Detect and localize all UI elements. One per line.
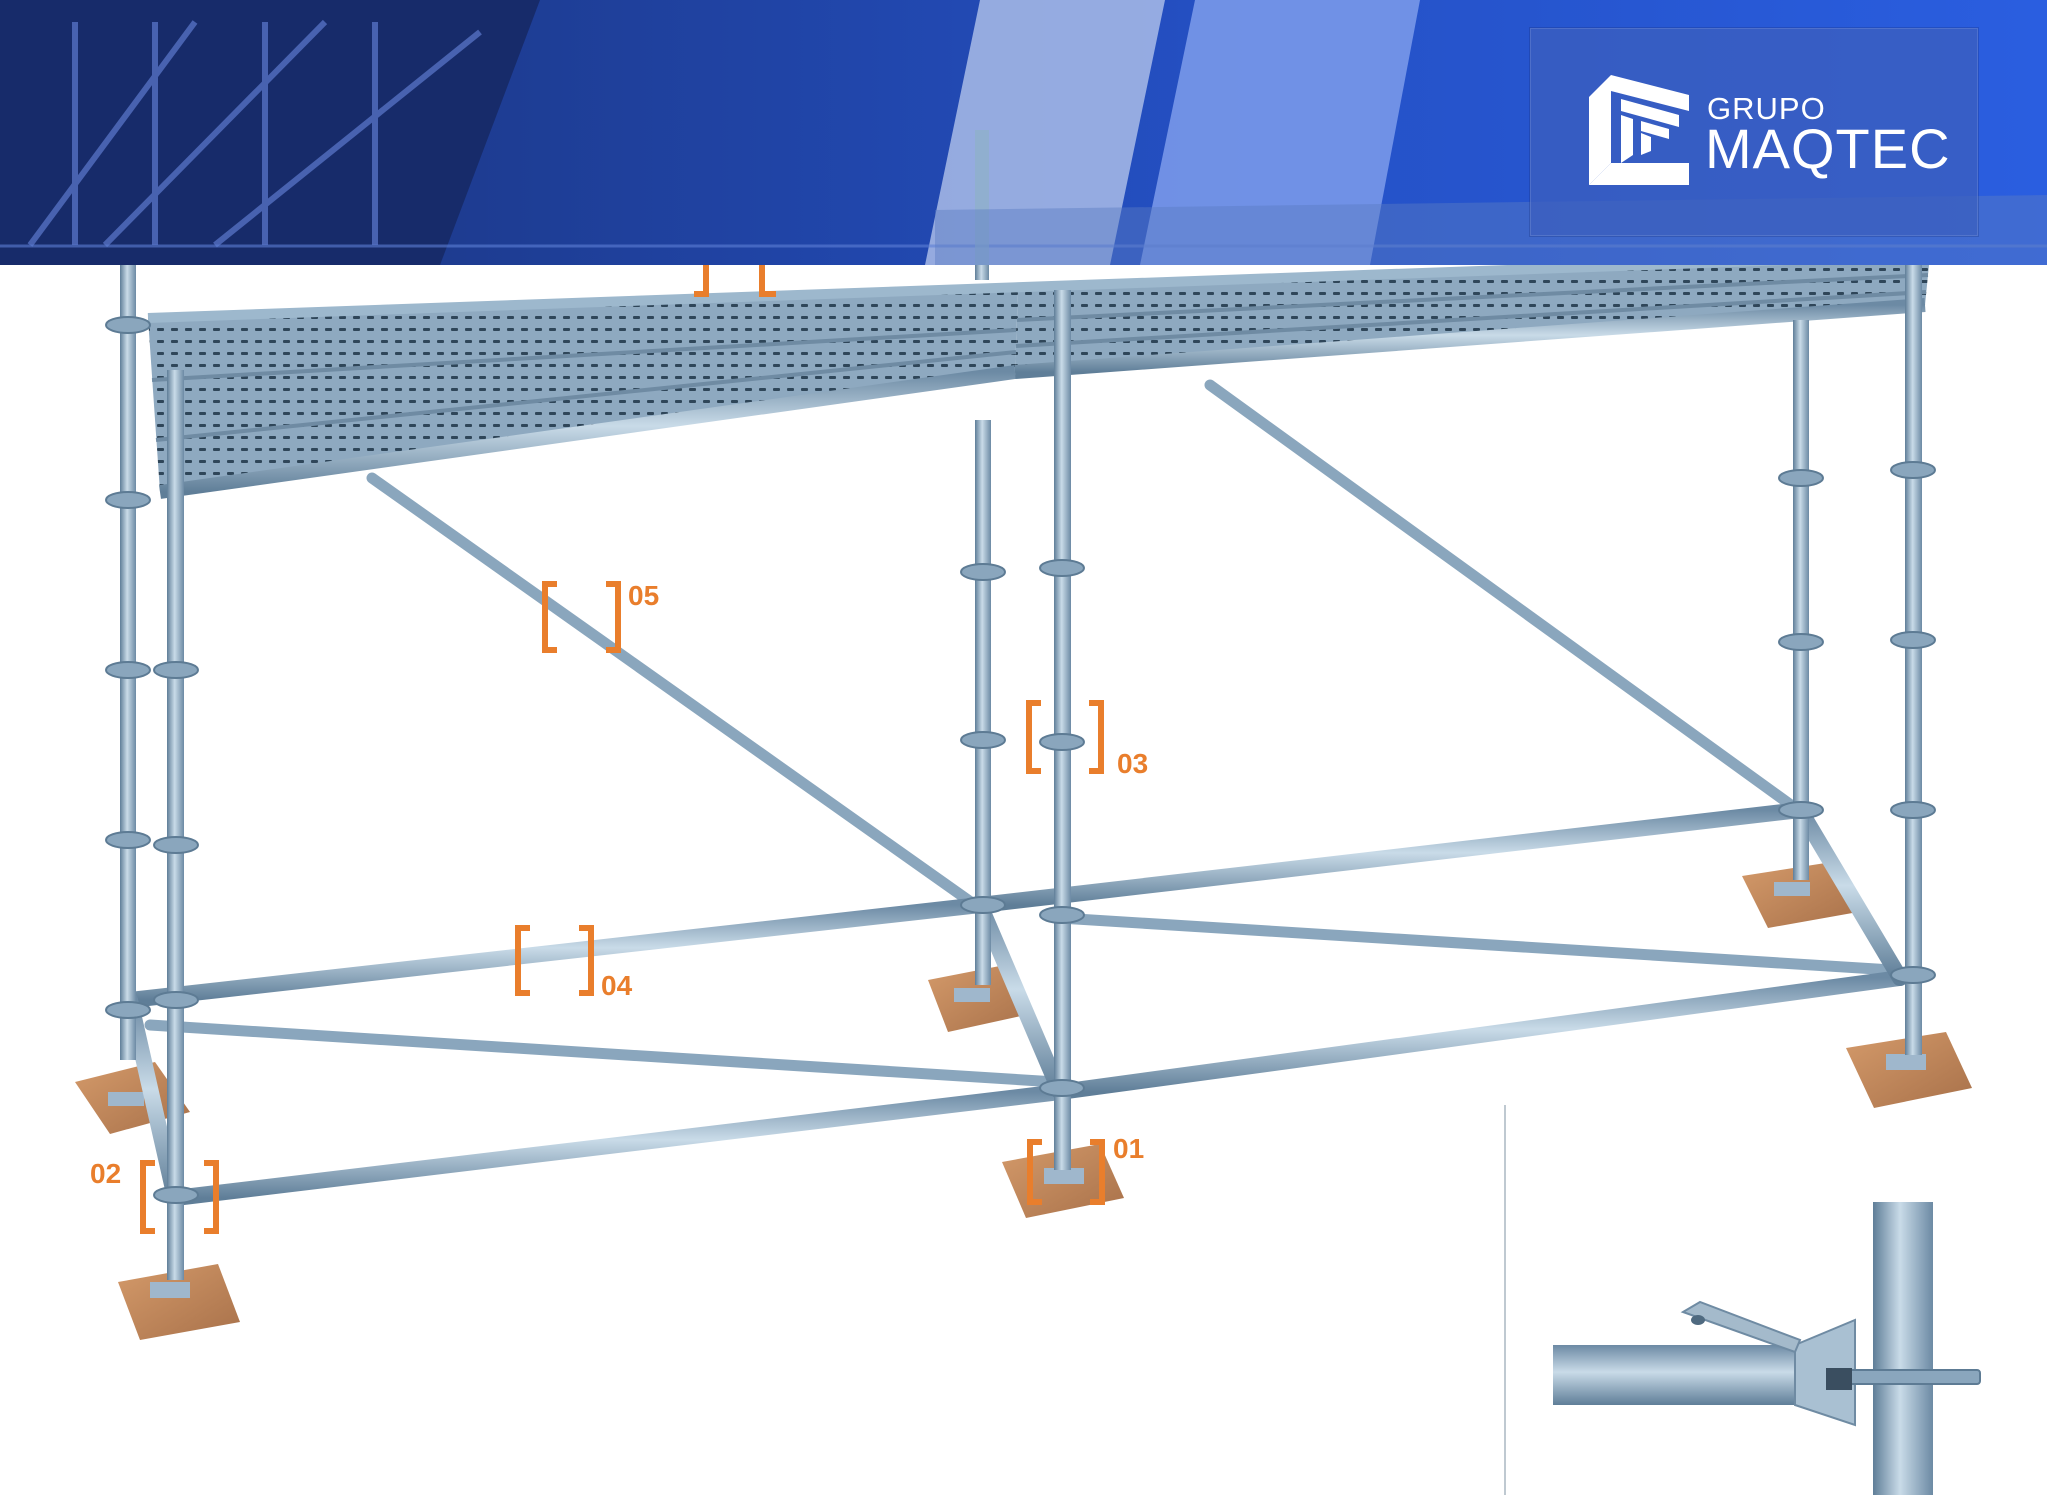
- callout-04: 04: [515, 925, 633, 1001]
- maqtec-logo-icon: [1589, 75, 1689, 185]
- rosette-discs: [105, 316, 1936, 1204]
- header-banner: GRUPO MAQTEC: [0, 0, 2047, 265]
- brand-logo: GRUPO MAQTEC: [1530, 28, 1978, 236]
- connection-detail-inset: [1504, 1105, 1981, 1495]
- header-decoration: [0, 0, 2047, 265]
- callout-label-03: 03: [1117, 748, 1148, 779]
- callout-05: 05: [542, 580, 659, 653]
- brand-line-maqtec: MAQTEC: [1705, 117, 1951, 180]
- callout-01: 01: [1027, 1133, 1144, 1205]
- callout-label-01: 01: [1113, 1133, 1144, 1164]
- callout-02: 02: [90, 1158, 219, 1234]
- callout-label-05: 05: [628, 580, 659, 611]
- callout-label-02: 02: [90, 1158, 121, 1189]
- callout-deck-bracket: [694, 258, 776, 297]
- diagonal-braces: [144, 379, 1898, 1088]
- deck-platform: [147, 250, 1931, 499]
- brand-line-grupo: GRUPO: [1707, 91, 1826, 126]
- callout-label-04: 04: [601, 970, 633, 1001]
- ledgers: [122, 802, 1908, 1206]
- callout-03: 03: [1026, 700, 1148, 779]
